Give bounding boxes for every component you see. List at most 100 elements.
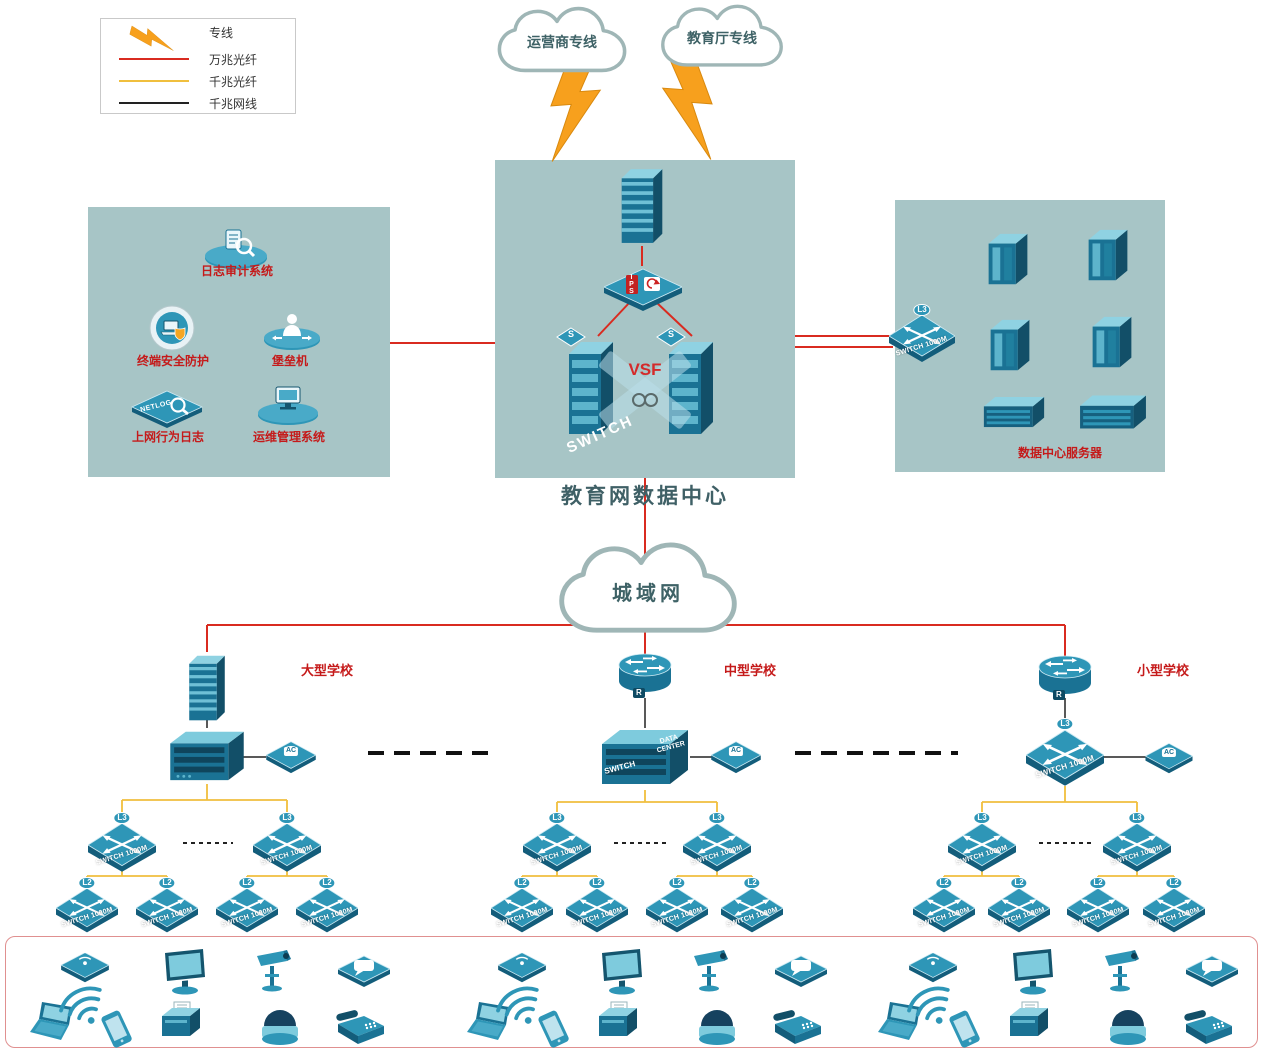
ac-controller: AC [266, 736, 316, 776]
s-letter: S [667, 329, 674, 339]
ops-management-label: 运维管理系统 [252, 430, 325, 444]
school-label-large: 大型学校 [300, 663, 353, 678]
l3-badge: L3 [913, 304, 931, 316]
ips-label: IPS [628, 274, 635, 295]
legend: 专线 万兆光纤 千兆光纤 千兆网线 [100, 18, 296, 114]
dome-camera-icon [258, 1002, 302, 1048]
school-router: R [617, 650, 673, 698]
school-label-small: 小型学校 [1136, 663, 1189, 678]
ac-controller: AC [711, 736, 761, 776]
ac-label: AC [283, 747, 299, 756]
cable-1g-swatch [119, 102, 189, 104]
l3-badge: L3 [1056, 718, 1074, 730]
server-tower-icon [1086, 226, 1130, 288]
chat-terminal-icon [775, 950, 827, 990]
school-firewall-icon [186, 650, 228, 726]
l2-badge: L2 [318, 877, 336, 889]
netlog-device-label: 上网行为日志 [131, 430, 204, 444]
server-tower-icon [1090, 313, 1134, 375]
ptz-camera-icon [688, 946, 736, 992]
desktop-monitor-icon [158, 948, 212, 996]
l3-badge: L3 [548, 812, 566, 824]
bastion-host-icon [264, 314, 320, 350]
switch-s-badge-2: S [656, 327, 686, 347]
l2-badge: L2 [1165, 877, 1183, 889]
l3-badge: L3 [278, 812, 296, 824]
server-tower-icon [988, 316, 1032, 378]
l3-badge: L3 [708, 812, 726, 824]
datacenter-chassis-switch: SWITCH DATA CENTER [600, 724, 690, 788]
education-cloud: 教育厅专线 [647, 3, 797, 73]
smartphone-icon [531, 1010, 577, 1050]
l2-badge: L2 [743, 877, 761, 889]
switch-s-badge-1: S [556, 327, 586, 347]
l2-badge: L2 [1089, 877, 1107, 889]
endpoint-protection-icon [149, 305, 195, 351]
l2-badge: L2 [513, 877, 531, 889]
desk-phone-icon [332, 1006, 388, 1050]
server-tower-icon [986, 230, 1030, 292]
l3-badge: L3 [973, 812, 991, 824]
log-audit-icon [205, 229, 267, 269]
endpoint-protection-label: 终端安全防护 [136, 354, 209, 368]
router-icon [617, 650, 673, 698]
fiber-10g-swatch [119, 58, 189, 60]
legend-label-dedicated-line: 专线 [209, 26, 234, 40]
ips-icon [604, 263, 682, 311]
netlog-icon [131, 390, 203, 428]
smartphone-icon [94, 1010, 140, 1050]
desk-phone-icon [1180, 1006, 1236, 1050]
link-icon [632, 393, 658, 407]
desk-phone-icon [769, 1006, 825, 1050]
l2-badge: L2 [158, 877, 176, 889]
printer-icon [156, 1000, 206, 1048]
carrier-cloud-label: 运营商专线 [527, 33, 597, 50]
l2-badge: L2 [238, 877, 256, 889]
desktop-monitor-icon [1006, 948, 1060, 996]
fiber-1g-swatch [119, 80, 189, 82]
school-server-icon [168, 726, 246, 784]
chat-terminal-icon [1186, 950, 1238, 990]
smartphone-icon [942, 1010, 988, 1050]
school-label-medium: 中型学校 [723, 663, 776, 678]
carrier-cloud: 运营商专线 [487, 5, 637, 79]
ptz-camera-icon [1099, 946, 1147, 992]
l2-badge: L2 [935, 877, 953, 889]
rack-server-icon [982, 394, 1046, 430]
rack-server-icon [1078, 392, 1148, 432]
ips-device: IPS [604, 263, 682, 311]
legend-label-cable-1g: 千兆网线 [209, 97, 258, 111]
ac-label: AC [728, 747, 744, 756]
l3-badge: L3 [113, 812, 131, 824]
man-cloud: 城域网 [533, 540, 763, 642]
ptz-camera-icon [251, 946, 299, 992]
dome-camera-icon [695, 1002, 739, 1048]
l3-badge: L3 [1128, 812, 1146, 824]
log-audit-label: 日志审计系统 [200, 264, 273, 278]
bastion-host-label: 堡垒机 [271, 354, 308, 368]
ac-icon [711, 736, 761, 776]
ops-management-icon [258, 386, 318, 425]
ac-icon [266, 736, 316, 776]
datacenter-title: 教育网数据中心 [561, 484, 729, 508]
printer-icon [593, 1000, 643, 1048]
ac-label: AC [1161, 748, 1177, 758]
chat-terminal-icon [338, 950, 390, 990]
